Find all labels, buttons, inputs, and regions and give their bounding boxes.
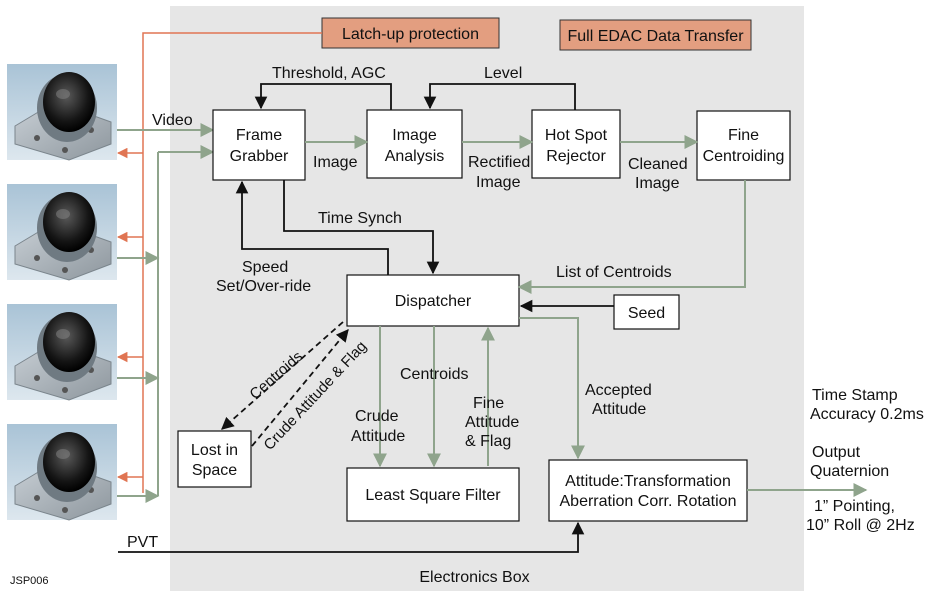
level-label: Level xyxy=(484,65,522,82)
attitude-transformation-box xyxy=(548,459,748,522)
accepted-attitude-label-2: Attitude xyxy=(592,401,646,418)
fine-attitude-label-2: Attitude xyxy=(465,414,519,431)
attitude-transformation-label-1: Attitude:Transformation xyxy=(565,473,731,490)
arrow-list-of-centroids xyxy=(517,180,746,294)
hot-spot-rejector-label-2: Rejector xyxy=(546,148,606,165)
arrow-speed-override xyxy=(235,180,389,275)
fine-centroiding-box xyxy=(696,110,791,181)
accepted-attitude-label-1: Accepted xyxy=(585,382,652,399)
cleaned-image-label-2: Image xyxy=(635,175,680,192)
latchup-lines xyxy=(116,32,322,493)
image-analysis-label-2: Analysis xyxy=(385,148,445,165)
lost-in-space-label-1: Lost in xyxy=(191,442,238,459)
arrow-pvt xyxy=(118,521,585,553)
centroids-mid-label: Centroids xyxy=(400,366,468,383)
arrow-time-synch xyxy=(283,180,440,275)
dispatcher-box xyxy=(346,274,520,327)
latchup-protection-tag xyxy=(321,17,500,49)
arrow-centroids-to-lis xyxy=(221,321,344,430)
pointing-label-2: 10” Roll @ 2Hz xyxy=(806,517,915,534)
threshold-agc-label: Threshold, AGC xyxy=(272,65,386,82)
frame-grabber-label-1: Frame xyxy=(236,127,282,144)
speed-label-2: Set/Over-ride xyxy=(216,278,311,295)
seed-box xyxy=(613,294,680,330)
camera-head-3-icon xyxy=(7,304,117,401)
image-label: Image xyxy=(313,154,358,171)
least-square-filter-box xyxy=(346,467,520,522)
camera-head-2-icon xyxy=(7,184,117,281)
camera-head-4-icon xyxy=(7,424,117,521)
output-label-2: Quaternion xyxy=(810,463,889,480)
arrow-threshold-agc xyxy=(254,83,392,110)
fine-attitude-label-3: & Flag xyxy=(465,433,511,450)
pvt-label: PVT xyxy=(127,534,158,551)
arrow-accepted-attitude xyxy=(519,317,585,460)
time-stamp-label-1: Time Stamp xyxy=(812,387,898,404)
image-analysis-label-1: Image xyxy=(392,127,437,144)
edac-tag xyxy=(559,19,752,51)
cleaned-image-label-1: Cleaned xyxy=(628,156,688,173)
arrow-crude-attitude-flag xyxy=(251,329,349,447)
hot-spot-rejector-box xyxy=(531,109,621,179)
latchup-protection-label: Latch-up protection xyxy=(342,26,479,43)
figure-id-label: JSP006 xyxy=(10,575,49,587)
least-square-filter-label: Least Square Filter xyxy=(365,487,501,504)
list-of-centroids-label: List of Centroids xyxy=(556,264,672,281)
pointing-label-1: 1” Pointing, xyxy=(814,498,895,515)
frame-grabber-box xyxy=(212,109,306,181)
frame-grabber-label-2: Grabber xyxy=(230,148,289,165)
rectified-image-label-1: Rectified xyxy=(468,154,530,171)
camera-head-1-icon xyxy=(7,64,117,161)
video-lines xyxy=(117,123,215,503)
electronics-box-label: Electronics Box xyxy=(419,569,529,586)
image-analysis-box xyxy=(366,109,463,179)
attitude-transformation-label-2: Aberration Corr. Rotation xyxy=(560,493,737,510)
seed-label: Seed xyxy=(628,305,665,322)
fine-centroiding-label-2: Centroiding xyxy=(703,148,785,165)
crude-attitude-label-1: Crude xyxy=(355,408,399,425)
time-stamp-label-2: Accuracy 0.2ms xyxy=(810,406,924,423)
fine-attitude-label-1: Fine xyxy=(473,395,504,412)
lost-in-space-box xyxy=(177,430,252,488)
crude-attitude-label-2: Attitude xyxy=(351,428,405,445)
speed-label-1: Speed xyxy=(242,259,288,276)
hot-spot-rejector-label-1: Hot Spot xyxy=(545,127,608,144)
rectified-image-label-2: Image xyxy=(476,174,521,191)
output-label-1: Output xyxy=(812,444,861,461)
arrow-level xyxy=(423,83,576,110)
lost-in-space-label-2: Space xyxy=(192,462,237,479)
time-synch-label: Time Synch xyxy=(318,210,402,227)
fine-centroiding-label-1: Fine xyxy=(728,127,759,144)
dispatcher-label: Dispatcher xyxy=(395,293,472,310)
edac-label: Full EDAC Data Transfer xyxy=(567,28,744,45)
video-label: Video xyxy=(152,112,193,129)
